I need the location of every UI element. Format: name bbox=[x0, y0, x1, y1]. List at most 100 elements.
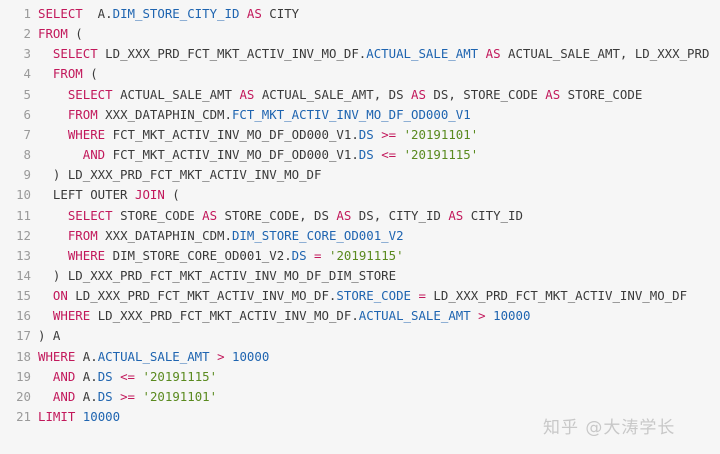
code-text: SELECT STORE_CODE AS STORE_CODE, DS AS D… bbox=[38, 206, 523, 226]
code-line: 13 WHERE DIM_STORE_CORE_OD001_V2.DS = '2… bbox=[0, 246, 720, 266]
code-token: AS bbox=[545, 86, 561, 102]
code-text: FROM XXX_DATAPHIN_CDM.DIM_STORE_CORE_OD0… bbox=[38, 226, 404, 246]
code-line: 18 WHERE A.ACTUAL_SALE_AMT > 10000 bbox=[0, 347, 720, 367]
code-line: 17) A bbox=[0, 326, 720, 346]
code-token: AS bbox=[246, 6, 262, 21]
code-text: WHERE A.ACTUAL_SALE_AMT > 10000 bbox=[38, 347, 269, 367]
code-token: XXX_DATAPHIN_CDM. bbox=[97, 227, 232, 243]
code-token: ON bbox=[52, 288, 68, 304]
code-line: 16 WHERE LD_XXX_PRD_FCT_MKT_ACTIV_INV_MO… bbox=[0, 306, 720, 326]
code-token: > bbox=[478, 308, 486, 324]
code-line: 20 AND A.DS >= '20191101' bbox=[0, 387, 720, 407]
code-token: '20191115' bbox=[403, 147, 479, 163]
code-token: '20191101' bbox=[403, 126, 479, 142]
code-token: STORE_CODE bbox=[112, 207, 203, 223]
code-token bbox=[396, 147, 403, 162]
code-token: A. bbox=[75, 368, 98, 384]
code-token: FCT_MKT_ACTIV_INV_MO_DF_OD000_V1. bbox=[105, 126, 359, 142]
code-token: >= bbox=[381, 126, 397, 142]
code-token bbox=[113, 369, 120, 384]
code-token bbox=[38, 147, 83, 162]
code-token bbox=[307, 248, 314, 263]
code-token bbox=[38, 228, 68, 243]
line-number: 4 bbox=[23, 66, 31, 82]
code-token: LD_XXX_PRD_FCT_MKT_ACTIV_INV_MO_DF. bbox=[97, 46, 367, 62]
code-text: ) LD_XXX_PRD_FCT_MKT_ACTIV_INV_MO_DF_DIM… bbox=[38, 266, 396, 286]
code-token: SELECT bbox=[67, 86, 113, 102]
line-number: 9 bbox=[23, 167, 31, 183]
code-token: ACTUAL_SALE_AMT, LD_XXX_PRD bbox=[500, 46, 710, 62]
line-number: 20 bbox=[16, 388, 31, 404]
line-number: 11 bbox=[16, 207, 31, 223]
code-text: WHERE FCT_MKT_ACTIV_INV_MO_DF_OD000_V1.D… bbox=[38, 125, 478, 145]
line-number: 19 bbox=[16, 368, 31, 384]
code-token bbox=[38, 66, 53, 81]
code-token bbox=[38, 127, 68, 142]
code-token: <= bbox=[120, 368, 136, 384]
code-text: FROM ( bbox=[38, 64, 98, 84]
code-text: FROM XXX_DATAPHIN_CDM.FCT_MKT_ACTIV_INV_… bbox=[38, 105, 471, 125]
code-token: AS bbox=[485, 46, 501, 62]
line-number: 14 bbox=[16, 267, 31, 283]
code-token: XXX_DATAPHIN_CDM. bbox=[97, 106, 232, 122]
code-token bbox=[38, 369, 53, 384]
code-token: AS bbox=[411, 86, 426, 102]
code-token: STORE_CODE, DS bbox=[217, 207, 337, 223]
code-token: LD_XXX_PRD_FCT_MKT_ACTIV_INV_MO_DF. bbox=[67, 288, 337, 304]
code-line: 14 ) LD_XXX_PRD_FCT_MKT_ACTIV_INV_MO_DF_… bbox=[0, 266, 720, 286]
code-token bbox=[396, 127, 403, 142]
code-token: FROM bbox=[67, 227, 98, 243]
code-token: CITY_ID bbox=[463, 207, 523, 223]
code-token bbox=[38, 248, 68, 263]
code-token: FCT_MKT_ACTIV_INV_MO_DF_OD000_V1. bbox=[105, 147, 359, 163]
code-token: DS bbox=[358, 147, 374, 163]
code-text: ) A bbox=[38, 326, 60, 346]
code-line: 3 SELECT LD_XXX_PRD_FCT_MKT_ACTIV_INV_MO… bbox=[0, 44, 720, 64]
code-token: <= bbox=[381, 147, 397, 163]
code-token: 10000 bbox=[82, 409, 121, 424]
code-line: 19 AND A.DS <= '20191115' bbox=[0, 367, 720, 387]
code-token: ACTUAL_SALE_AMT bbox=[358, 308, 471, 324]
code-token: '20191101' bbox=[142, 388, 218, 404]
code-token: AS bbox=[202, 207, 218, 223]
code-text: AND A.DS >= '20191101' bbox=[38, 387, 217, 407]
code-token: LEFT OUTER bbox=[38, 187, 135, 203]
code-token: ACTUAL_SALE_AMT bbox=[366, 46, 479, 62]
code-token: DS bbox=[291, 247, 307, 263]
code-token bbox=[38, 208, 68, 223]
code-token: WHERE bbox=[67, 247, 106, 263]
code-line: 12 FROM XXX_DATAPHIN_CDM.DIM_STORE_CORE_… bbox=[0, 226, 720, 246]
code-token: AS bbox=[336, 207, 352, 223]
code-text: SELECT LD_XXX_PRD_FCT_MKT_ACTIV_INV_MO_D… bbox=[38, 44, 710, 64]
code-text: ) LD_XXX_PRD_FCT_MKT_ACTIV_INV_MO_DF bbox=[38, 165, 322, 185]
code-token bbox=[38, 389, 53, 404]
code-token bbox=[38, 288, 53, 303]
code-token: STORE_CODE bbox=[560, 86, 643, 102]
line-number: 1 bbox=[23, 6, 31, 21]
code-token: ) A bbox=[38, 328, 61, 344]
code-token: = bbox=[314, 247, 322, 263]
code-token: FROM bbox=[38, 26, 68, 42]
code-token: DIM_STORE_CITY_ID bbox=[112, 6, 240, 21]
code-token bbox=[225, 349, 232, 364]
line-number: 18 bbox=[16, 348, 31, 364]
code-token bbox=[38, 46, 53, 61]
code-token: = bbox=[418, 288, 426, 304]
code-token bbox=[113, 389, 120, 404]
code-token: '20191115' bbox=[328, 247, 404, 263]
code-token: WHERE bbox=[67, 126, 106, 142]
watermark: 知乎 @大涛学长 bbox=[543, 418, 676, 438]
code-text: SELECT ACTUAL_SALE_AMT AS ACTUAL_SALE_AM… bbox=[38, 85, 642, 105]
code-token: LD_XXX_PRD_FCT_MKT_ACTIV_INV_MO_DF bbox=[425, 288, 688, 304]
code-token: DS bbox=[97, 388, 113, 404]
code-token: ACTUAL_SALE_AMT bbox=[112, 86, 240, 102]
code-line: 10 LEFT OUTER JOIN ( bbox=[0, 185, 720, 205]
code-token: DS, STORE_CODE bbox=[425, 86, 546, 102]
code-token: AS bbox=[239, 86, 255, 102]
code-token bbox=[239, 6, 246, 21]
code-line: 8 AND FCT_MKT_ACTIV_INV_MO_DF_OD000_V1.D… bbox=[0, 145, 720, 165]
